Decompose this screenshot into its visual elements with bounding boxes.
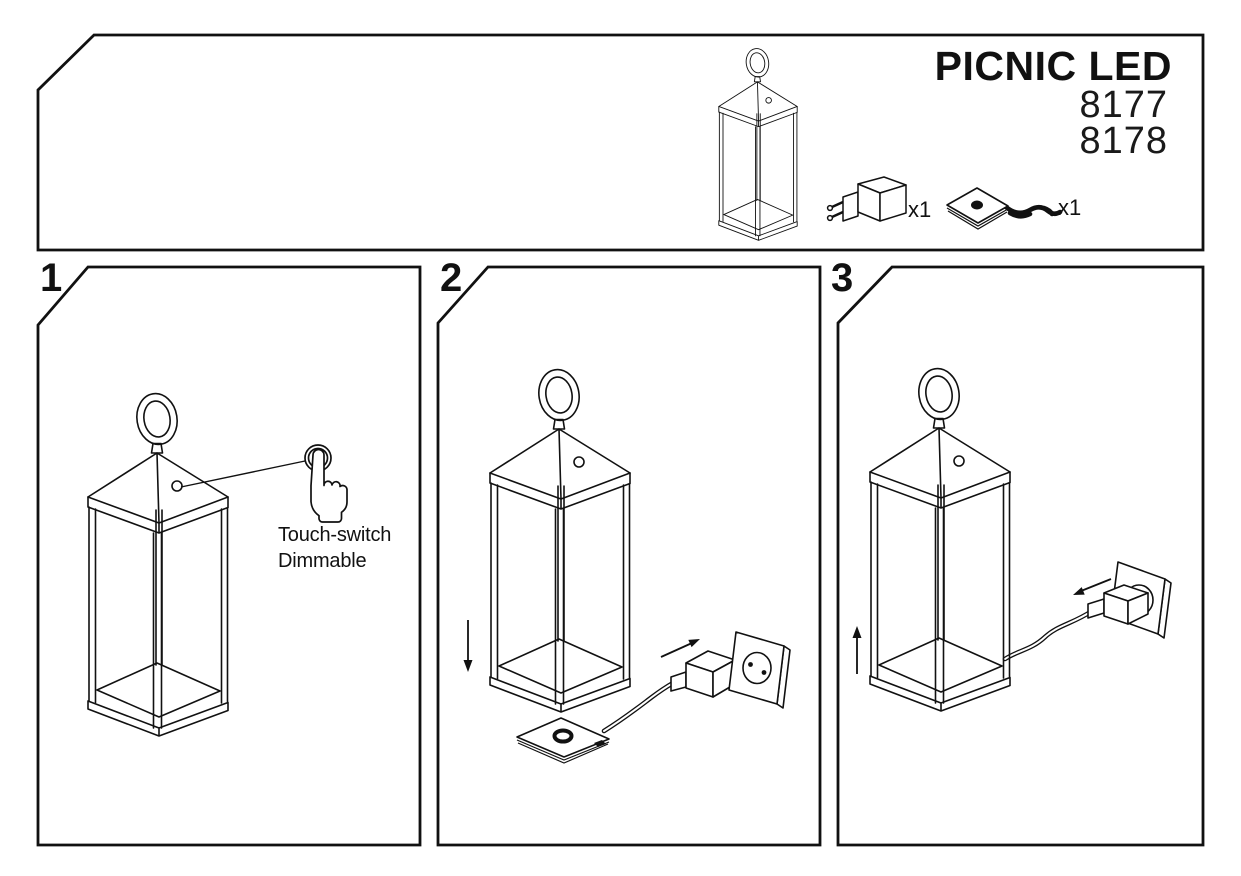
lantern-illustration-step3 [869,364,1011,712]
cable-illustration-step2 [601,680,676,734]
up-arrow-icon [852,626,862,674]
dimmable-label: Dimmable [278,550,367,572]
down-arrow-icon [463,620,473,672]
unplug-arrow-icon [1073,578,1112,595]
cable-illustration-step3 [1002,608,1095,662]
power-adapter-illustration-step3 [1087,584,1149,625]
charging-base-illustration-header [946,187,1063,230]
step-panel-3-border [836,265,1205,847]
adapter-qty-label: x1 [908,197,932,222]
header-panel-border [36,33,1205,252]
step-number-1: 1 [40,256,63,300]
touch-switch-label: Touch-switch [278,524,392,546]
step-number-3: 3 [831,256,854,300]
wall-socket-illustration-step2 [728,631,791,709]
lantern-illustration-step2 [489,365,631,713]
power-adapter-illustration-header [826,176,907,222]
model-number-2: 8178 [1079,120,1168,162]
coiled-cable-icon [1003,204,1063,219]
lantern-illustration-header [718,46,798,241]
plug-in-arrow-icon [660,639,700,658]
charging-base-illustration-step2 [516,717,610,764]
tap-hand-icon [310,448,348,523]
charging-base-qty-label: x1 [1058,195,1082,220]
lantern-illustration-step1 [87,389,229,737]
step-panel-1-border [36,265,422,847]
step-panel-2-border [436,265,822,847]
model-number-1: 8177 [1079,84,1168,126]
touch-switch-callout [180,444,348,523]
product-title: PICNIC LED [934,43,1172,89]
step-number-2: 2 [440,256,463,300]
